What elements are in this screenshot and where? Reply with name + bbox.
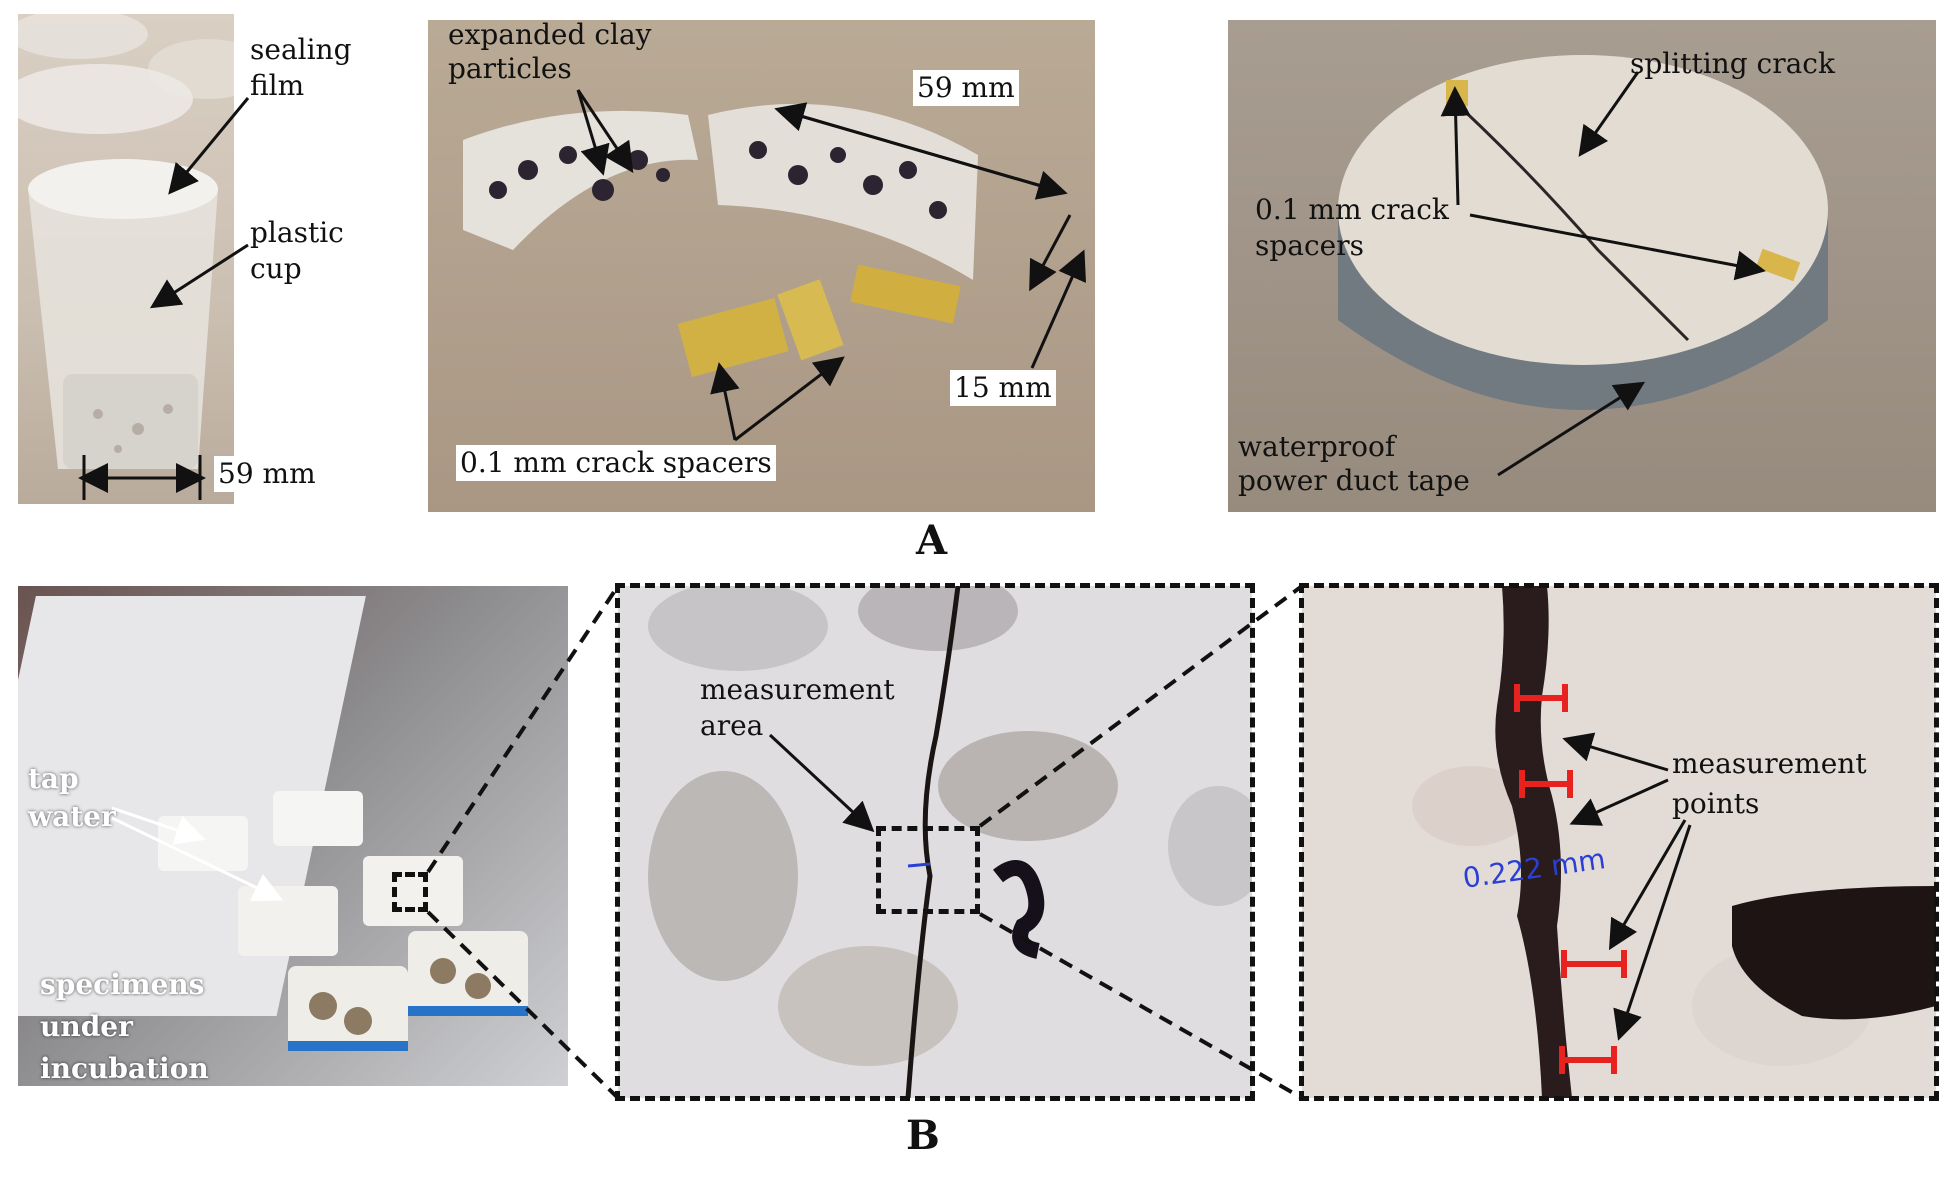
zoom-measurement-illustration: [1412, 586, 1936, 1098]
label-plastic-cup: plastic cup: [250, 216, 344, 285]
cup-illustration: [18, 14, 234, 469]
label-split-width: 59 mm: [913, 70, 1019, 106]
label-crack-spacers-a3: 0.1 mm crack spacers: [1255, 193, 1449, 262]
label-crack-spacers-a2: 0.1 mm crack spacers: [456, 445, 776, 481]
label-tap-water: tap water: [28, 762, 116, 833]
incubation-zoom-box: [392, 872, 428, 912]
label-expanded-clay: expanded clay particles: [448, 18, 652, 85]
measurement-brackets: [1514, 684, 1627, 1074]
label-splitting-crack: splitting crack: [1630, 47, 1835, 80]
label-sealing-film: sealing film: [250, 33, 352, 102]
crack-zoom-box: [876, 826, 980, 914]
label-split-height: 15 mm: [950, 370, 1056, 406]
label-specimens-incubation: specimens under incubation: [40, 968, 209, 1085]
panel-letter-a: A: [916, 517, 948, 564]
label-cup-width: 59 mm: [214, 456, 320, 492]
photo-plastic-cup: [18, 14, 234, 504]
zoom-measurement-frame: [1299, 583, 1939, 1101]
label-measurement-area: measurement area: [700, 673, 895, 742]
label-duct-tape: waterproof power duct tape: [1238, 430, 1470, 497]
label-measurement-points: measurement points: [1672, 747, 1867, 820]
zoom-crack-frame: [615, 583, 1255, 1101]
panel-letter-b: B: [906, 1112, 940, 1159]
